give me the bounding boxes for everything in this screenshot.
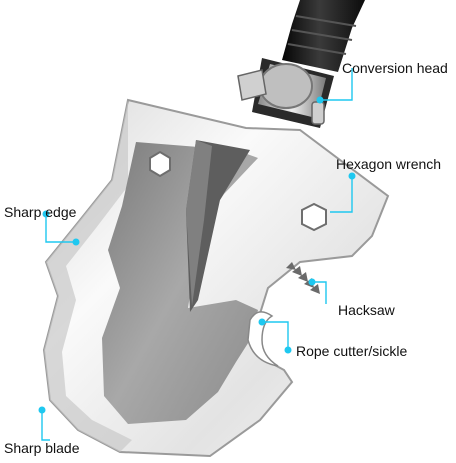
handle bbox=[282, 0, 365, 72]
blade-bevel bbox=[44, 100, 132, 452]
label-rope-cutter: Rope cutter/sickle bbox=[296, 343, 408, 359]
label-hacksaw: Hacksaw bbox=[338, 302, 395, 318]
callout-lines bbox=[41, 68, 353, 441]
conversion-head bbox=[237, 58, 334, 128]
rope-cutter-notch bbox=[247, 311, 279, 367]
hex-hole-left bbox=[149, 150, 171, 178]
label-hexagon-wrench: Hexagon wrench bbox=[336, 156, 442, 172]
label-conversion-head: Conversion head bbox=[342, 60, 448, 76]
blade-inner-panel bbox=[102, 142, 258, 424]
callout-dots bbox=[38, 96, 356, 414]
hacksaw-teeth bbox=[286, 262, 320, 294]
hex-hole-right bbox=[301, 202, 327, 232]
label-sharp-edge: Sharp edge bbox=[4, 204, 77, 220]
label-sharp-blade: Sharp blade bbox=[4, 440, 80, 456]
